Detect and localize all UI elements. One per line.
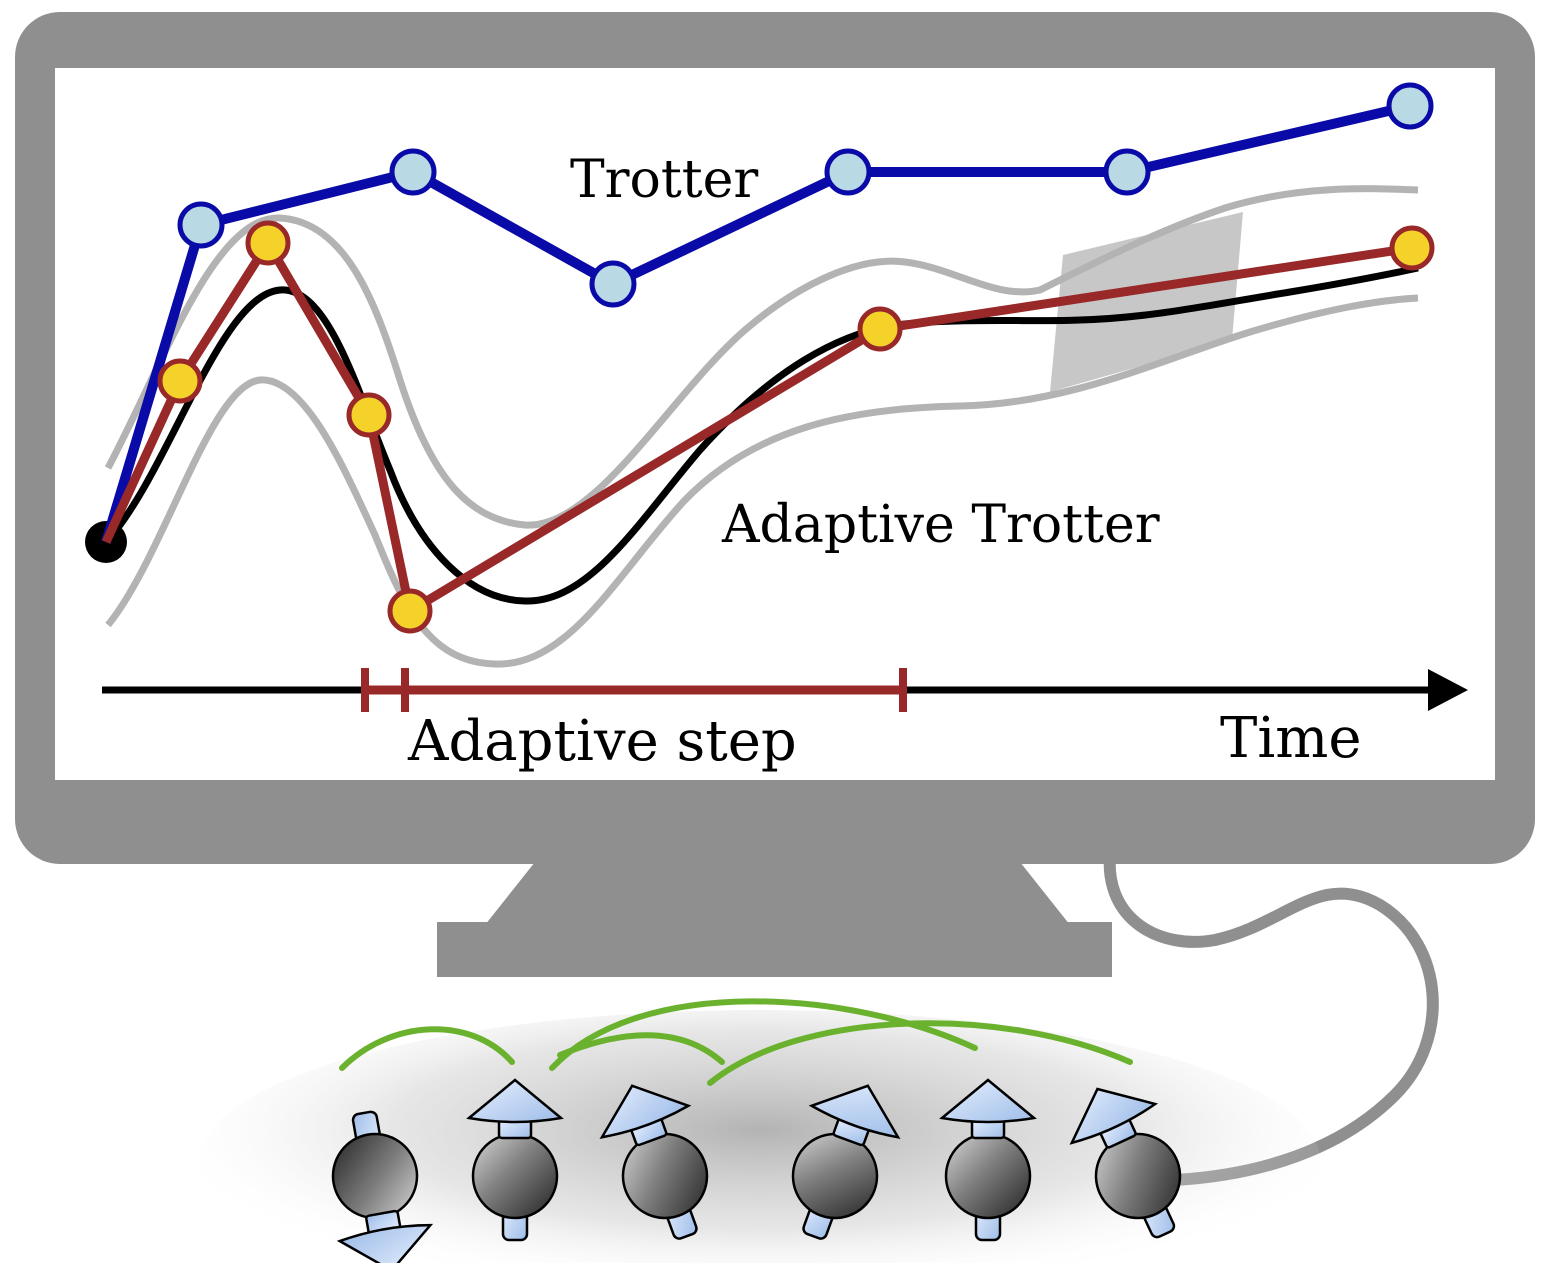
trotter-marker-3 <box>589 260 637 308</box>
entanglement-arc-4 <box>557 1032 725 1065</box>
cable-icon <box>1103 849 1439 1186</box>
trotter-markers <box>177 82 1434 308</box>
spin-icon <box>791 1084 901 1240</box>
adaptive-trotter-marker-3 <box>346 392 392 438</box>
entanglement-arc-3 <box>707 1020 1133 1086</box>
trotter-marker-2 <box>389 148 437 196</box>
tolerance-band-upper <box>104 185 1419 529</box>
tolerance-band-lower <box>105 294 1419 668</box>
time-axis-arrowhead <box>1428 669 1468 711</box>
entanglement-arcs <box>339 998 1133 1086</box>
entanglement-arc-1 <box>339 1026 515 1071</box>
trotter-marker-4 <box>824 148 872 196</box>
adaptive-trotter-marker-6 <box>1389 225 1435 271</box>
spin-icon <box>1069 1087 1182 1239</box>
adaptive-trotter-marker-4 <box>387 588 433 634</box>
adaptive-trotter-marker-1 <box>157 358 203 404</box>
adaptive-step-label: Adaptive step <box>407 709 797 774</box>
adaptive-trotter-marker-5 <box>857 306 903 352</box>
trotter-label: Trotter <box>570 150 758 210</box>
adaptive-trotter-marker-2 <box>245 220 291 266</box>
spin-chain <box>331 1078 1182 1263</box>
entanglement-arc-2 <box>549 998 978 1071</box>
exact-curve <box>105 264 1419 605</box>
screen <box>55 68 1495 780</box>
spin-icon <box>939 1078 1037 1242</box>
trotter-marker-6 <box>1386 82 1434 130</box>
adaptive-trotter-markers <box>157 220 1435 634</box>
time-label: Time <box>1220 706 1362 771</box>
chart-area: Trotter Adaptive Trotter Adaptive step T… <box>85 82 1468 774</box>
trotter-marker-5 <box>1103 148 1151 196</box>
adaptive-trotter-label: Adaptive Trotter <box>721 495 1160 555</box>
spin-icon <box>599 1084 709 1240</box>
trotter-marker-1 <box>177 201 225 249</box>
monitor-stand <box>437 862 1112 977</box>
spin-icon <box>466 1078 564 1242</box>
spin-icon <box>331 1110 434 1263</box>
